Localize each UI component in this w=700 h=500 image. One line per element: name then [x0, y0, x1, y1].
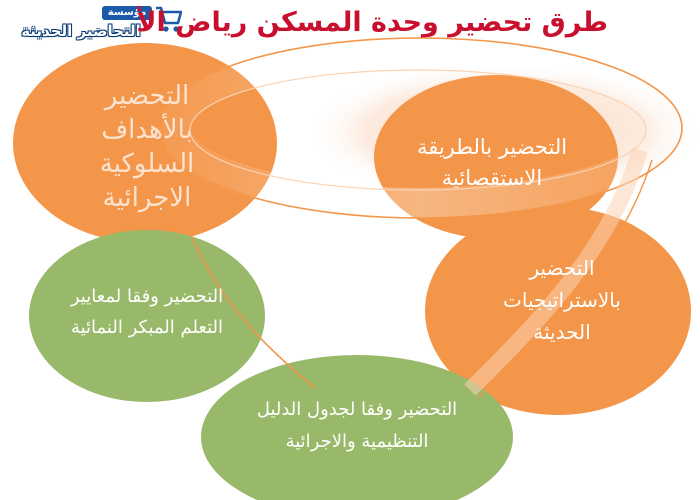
- logo-top-text: مؤسسة: [102, 6, 152, 20]
- node-behavioral-label: التحضير بالأهداف السلوكية الاجرائية: [99, 81, 195, 213]
- node-guide-table-circle: [201, 355, 513, 500]
- brand-logo: مؤسسة التحاضير الحديثة: [4, 2, 182, 46]
- node-behavioral: التحضير بالأهداف السلوكية الاجرائية: [62, 72, 232, 222]
- cycle-ring-outline: [157, 37, 683, 219]
- node-guide-table-label: التحضير وفقا لجدول الدليل التنظيمية والا…: [256, 399, 458, 452]
- node-guide-table: التحضير وفقا لجدول الدليل التنظيمية والا…: [248, 376, 466, 476]
- node-early-learning-label: التحضير وفقا لمعايير التعلم المبكر النما…: [70, 286, 224, 338]
- cycle-ring-inner-outline: [189, 69, 647, 191]
- node-strategies: التحضير بالاستراتيجيات الحديثة: [472, 250, 652, 350]
- logo-main-text: التحاضير الحديثة: [21, 22, 141, 40]
- node-early-learning: التحضير وفقا لمعايير التعلم المبكر النما…: [52, 262, 242, 362]
- page-title: طرق تحضير وحدة المسكن رياض الأ: [136, 7, 608, 38]
- connector-left: [159, 109, 316, 389]
- connector-right-edge: [477, 159, 653, 399]
- cart-icon: [156, 6, 182, 32]
- node-inquiry-label: التحضير بالطريقة الاستقصائية: [416, 135, 568, 190]
- cycle-ring-band: [160, 38, 680, 218]
- node-early-learning-circle: [29, 230, 265, 402]
- connector-right: [464, 147, 648, 396]
- node-inquiry: التحضير بالطريقة الاستقصائية: [402, 108, 582, 218]
- node-strategies-label: التحضير بالاستراتيجيات الحديثة: [503, 256, 621, 344]
